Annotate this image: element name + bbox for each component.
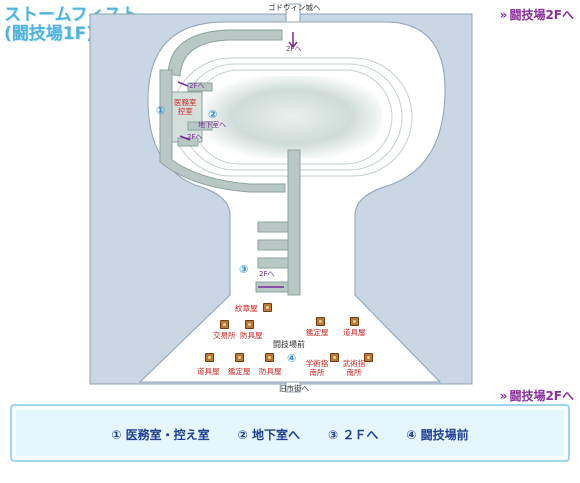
nav-link-2f-top[interactable]: »闘技場2Fへ <box>500 6 574 23</box>
stairs-label-b: 2Fへ <box>187 133 203 141</box>
medical-block <box>171 91 203 143</box>
arrow-right-icon <box>177 81 189 87</box>
shop-appraise-2: 鑑定屋 <box>228 367 251 376</box>
legend-item-4: ④ 闘技場前 <box>406 428 469 442</box>
legend-item-1: ① 医務室・控え室 <box>111 428 210 442</box>
shop-martial: 武術指南所 <box>342 359 366 377</box>
exit-bottom-gate <box>285 381 301 393</box>
marker-3: ③ <box>239 263 249 276</box>
exit-top-label[interactable]: ゴドウィン城へ <box>268 3 321 12</box>
basement-corridor <box>187 121 213 131</box>
chevron-right-icon: » <box>499 8 508 22</box>
stem-room-1 <box>257 221 289 233</box>
arrow-down-head-icon <box>288 41 298 49</box>
shop-icon <box>205 353 214 362</box>
center-walkway <box>287 149 301 296</box>
left-walkway <box>159 69 286 193</box>
shop-armor-2: 防具屋 <box>259 367 282 376</box>
shop-crest: 紋章屋 <box>235 304 258 313</box>
shop-tools-2: 道具屋 <box>197 367 220 376</box>
shop-armor-1: 防具屋 <box>240 331 263 340</box>
legend-row: ① 医務室・控え室 ② 地下室へ ③ ２Ｆへ ④ 闘技場前 <box>12 426 568 443</box>
medical-room-label: 医務室 控室 <box>174 98 197 116</box>
plaza-label: 闘技場前 <box>273 340 305 349</box>
map-title-line2: (闘技場1F) <box>4 24 94 44</box>
upper-walkway <box>167 29 283 77</box>
shop-icon <box>245 320 254 329</box>
arena-field <box>202 76 382 158</box>
shop-appraise-1: 鑑定屋 <box>306 328 329 337</box>
shop-icon <box>263 303 272 312</box>
stairs-label-top: 2Fへ <box>286 45 302 53</box>
stairs-label-a: 2Fへ <box>189 82 205 90</box>
stem-room-3 <box>257 257 289 269</box>
nav-link-2f-bottom[interactable]: »闘技場2Fへ <box>500 387 574 404</box>
basement-label: 地下室へ <box>198 121 226 129</box>
shop-academy: 学術指南所 <box>305 359 329 377</box>
chevron-right-icon: » <box>499 389 508 403</box>
shop-tools-1: 道具屋 <box>343 328 366 337</box>
stair-corridor-a <box>187 82 213 92</box>
exit-bottom-label[interactable]: 旧市街へ <box>279 384 309 393</box>
marker-2: ② <box>208 108 218 121</box>
legend-item-3: ③ ２Ｆへ <box>328 428 379 442</box>
shop-icon <box>220 320 229 329</box>
stair-corridor-b <box>177 137 199 147</box>
shop-icon <box>265 353 274 362</box>
shop-exchange: 交易所 <box>213 331 236 340</box>
nav-link-2f-top-label: 闘技場2Fへ <box>509 8 574 22</box>
stem-room-2 <box>257 239 289 251</box>
shop-icon <box>235 353 244 362</box>
arrow-right-icon <box>179 135 191 141</box>
shop-icon <box>316 317 325 326</box>
marker-1: ① <box>156 104 166 117</box>
nav-link-2f-bottom-label: 闘技場2Fへ <box>509 389 574 403</box>
exit-top-gate <box>285 3 301 23</box>
shop-icon <box>330 353 339 362</box>
marker-4: ④ <box>287 352 297 365</box>
legend-box: ① 医務室・控え室 ② 地下室へ ③ ２Ｆへ ④ 闘技場前 <box>10 404 570 462</box>
shop-icon <box>364 353 373 362</box>
shop-icon <box>350 317 359 326</box>
stairs-label-c: 2Fへ <box>259 270 275 278</box>
legend-item-2: ② 地下室へ <box>237 428 300 442</box>
